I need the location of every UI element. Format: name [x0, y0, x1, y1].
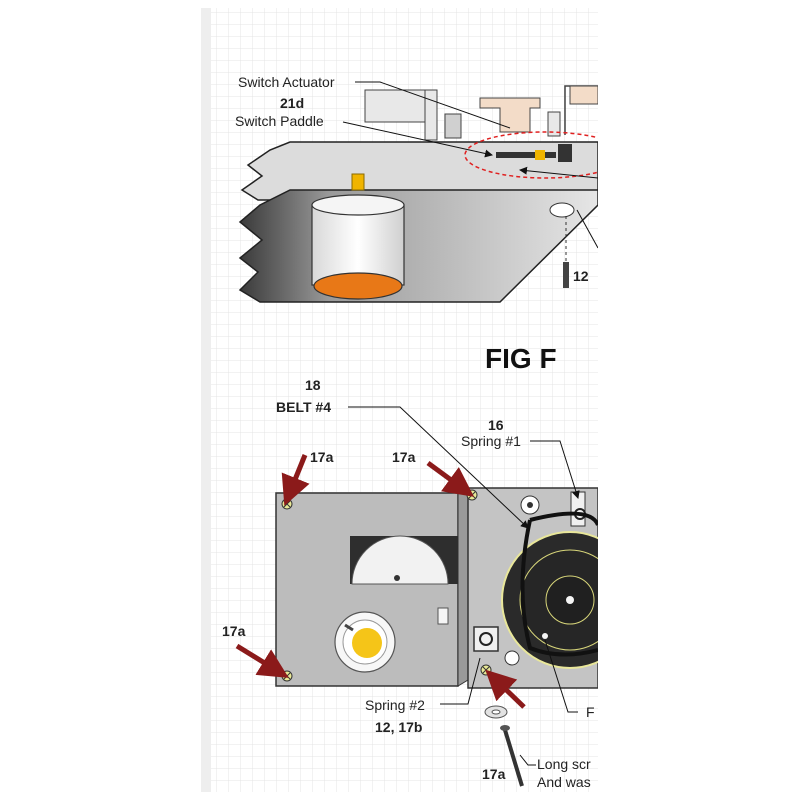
red-arrow-top-left	[281, 454, 310, 506]
label-switch-paddle: Switch Paddle	[235, 113, 324, 129]
switch-body	[558, 144, 572, 162]
leader-long-screw	[519, 754, 536, 766]
plate-slot	[437, 607, 449, 625]
red-arrow-bottom	[485, 669, 526, 709]
leader-spring-2	[440, 657, 481, 705]
label-f: F	[586, 704, 595, 720]
red-arrow-top-mid	[426, 460, 475, 497]
leader-switch-paddle	[342, 121, 493, 158]
switch-contact	[535, 150, 545, 160]
red-arrow-left	[235, 643, 289, 678]
label-17a-top-left: 17a	[310, 449, 334, 465]
label-16: 16	[488, 417, 504, 433]
leader-12	[576, 209, 599, 249]
spring-2-tab	[473, 626, 499, 652]
label-12-17b: 12, 17b	[375, 719, 422, 735]
lamp-connector	[344, 623, 354, 632]
bracket-block	[444, 113, 462, 139]
label-and-washer: And was	[537, 774, 591, 790]
label-17a-left: 17a	[222, 623, 246, 639]
label-belt: BELT #4	[276, 399, 331, 415]
label-17a-top-mid: 17a	[392, 449, 416, 465]
leader-f	[544, 639, 578, 713]
actuator-right	[569, 85, 599, 105]
gauge-pivot	[394, 575, 400, 581]
page-left-border	[201, 8, 211, 792]
motor-orange-end	[313, 272, 403, 300]
leader-switch-actuator	[355, 81, 511, 129]
plate-hole	[549, 202, 575, 218]
spring-2-coil	[479, 632, 493, 646]
motor-cylinder	[311, 204, 405, 286]
yellow-post	[351, 173, 365, 191]
belt-4	[520, 511, 600, 657]
label-18: 18	[305, 377, 321, 393]
chassis-hole-1-center	[527, 502, 533, 508]
cover-plate-edge	[457, 487, 469, 687]
lamp-bulb	[352, 628, 382, 658]
right-margin	[598, 0, 800, 800]
figure-title: FIG F	[485, 343, 557, 374]
label-switch-actuator: Switch Actuator	[238, 74, 335, 90]
label-spring-2: Spring #2	[365, 697, 425, 713]
bracket-small	[547, 111, 561, 137]
leader-belt	[348, 406, 529, 529]
chassis-hole-2	[504, 650, 520, 666]
screw-12	[563, 262, 569, 288]
screw-17a-top-left	[281, 498, 293, 510]
switch-paddle-bar	[496, 152, 556, 158]
label-long-screw: Long scr	[537, 756, 591, 772]
label-21d: 21d	[280, 95, 304, 111]
screw-17a-top-mid	[466, 489, 478, 501]
washer-hole	[491, 709, 501, 715]
long-screw-head	[500, 725, 510, 731]
screw-17a-bottom-mid	[480, 664, 492, 676]
label-17a-bottom: 17a	[482, 766, 506, 782]
label-spring-1: Spring #1	[461, 433, 521, 449]
bracket-left	[364, 89, 426, 123]
label-12-top: 12	[573, 268, 589, 284]
leader-right	[519, 166, 599, 179]
turntable-pin	[542, 633, 548, 639]
motor-top	[311, 194, 405, 216]
top-assembly: Switch Actuator 21d Switch Paddle 12	[235, 74, 626, 303]
gauge-dial	[351, 535, 449, 585]
screw-17a-left	[281, 670, 293, 682]
long-screw	[503, 729, 524, 787]
turntable-spindle	[566, 596, 574, 604]
bracket-post	[424, 89, 438, 141]
leader-spring-1	[530, 440, 580, 499]
